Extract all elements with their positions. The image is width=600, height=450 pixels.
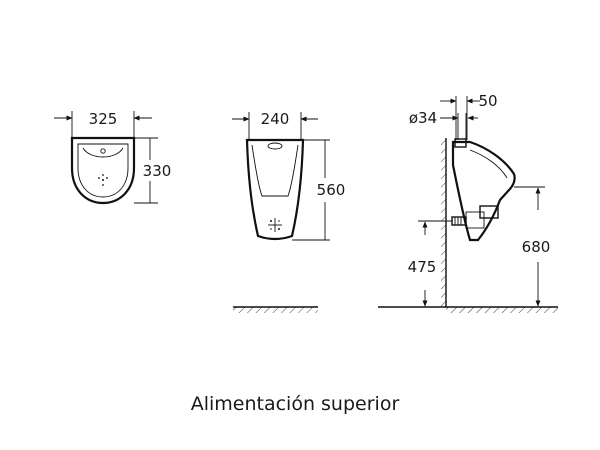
rim-height-dimension: 680 (514, 186, 551, 307)
front-view-body-outline (245, 138, 305, 241)
side-outlet-fitting (451, 205, 499, 229)
top-view-bowl-outline (70, 136, 136, 205)
front-width-label: 240 (261, 110, 290, 128)
front-width-dimension: 240 (232, 110, 318, 140)
caption: Alimentación superior (191, 393, 400, 415)
front-height-dimension: 560 (292, 139, 346, 241)
outlet-height-dimension: 475 (408, 220, 452, 307)
top-depth-label: 330 (143, 162, 172, 180)
top-view: 325 330 (54, 110, 172, 205)
top-width-dimension: 325 (54, 110, 152, 142)
outlet-height-label: 475 (408, 258, 437, 276)
top-depth-dimension: 330 (134, 137, 172, 204)
front-view-drain-icon (268, 218, 282, 232)
side-floor (378, 306, 558, 313)
rim-height-label: 680 (522, 238, 551, 256)
top-width-label: 325 (89, 110, 118, 128)
side-wall (441, 138, 447, 307)
top-view-drain-icon (98, 174, 108, 186)
front-height-label: 560 (317, 181, 346, 199)
pipe-offset-label: 50 (478, 92, 497, 110)
front-floor (233, 306, 318, 313)
pipe-diameter-label: ø34 (409, 109, 437, 127)
side-view-body-outline (451, 140, 516, 242)
side-pipe-dimensions: 50 ø34 (409, 92, 498, 140)
front-view: 240 560 (232, 110, 345, 313)
side-view: 50 ø34 (378, 92, 558, 313)
